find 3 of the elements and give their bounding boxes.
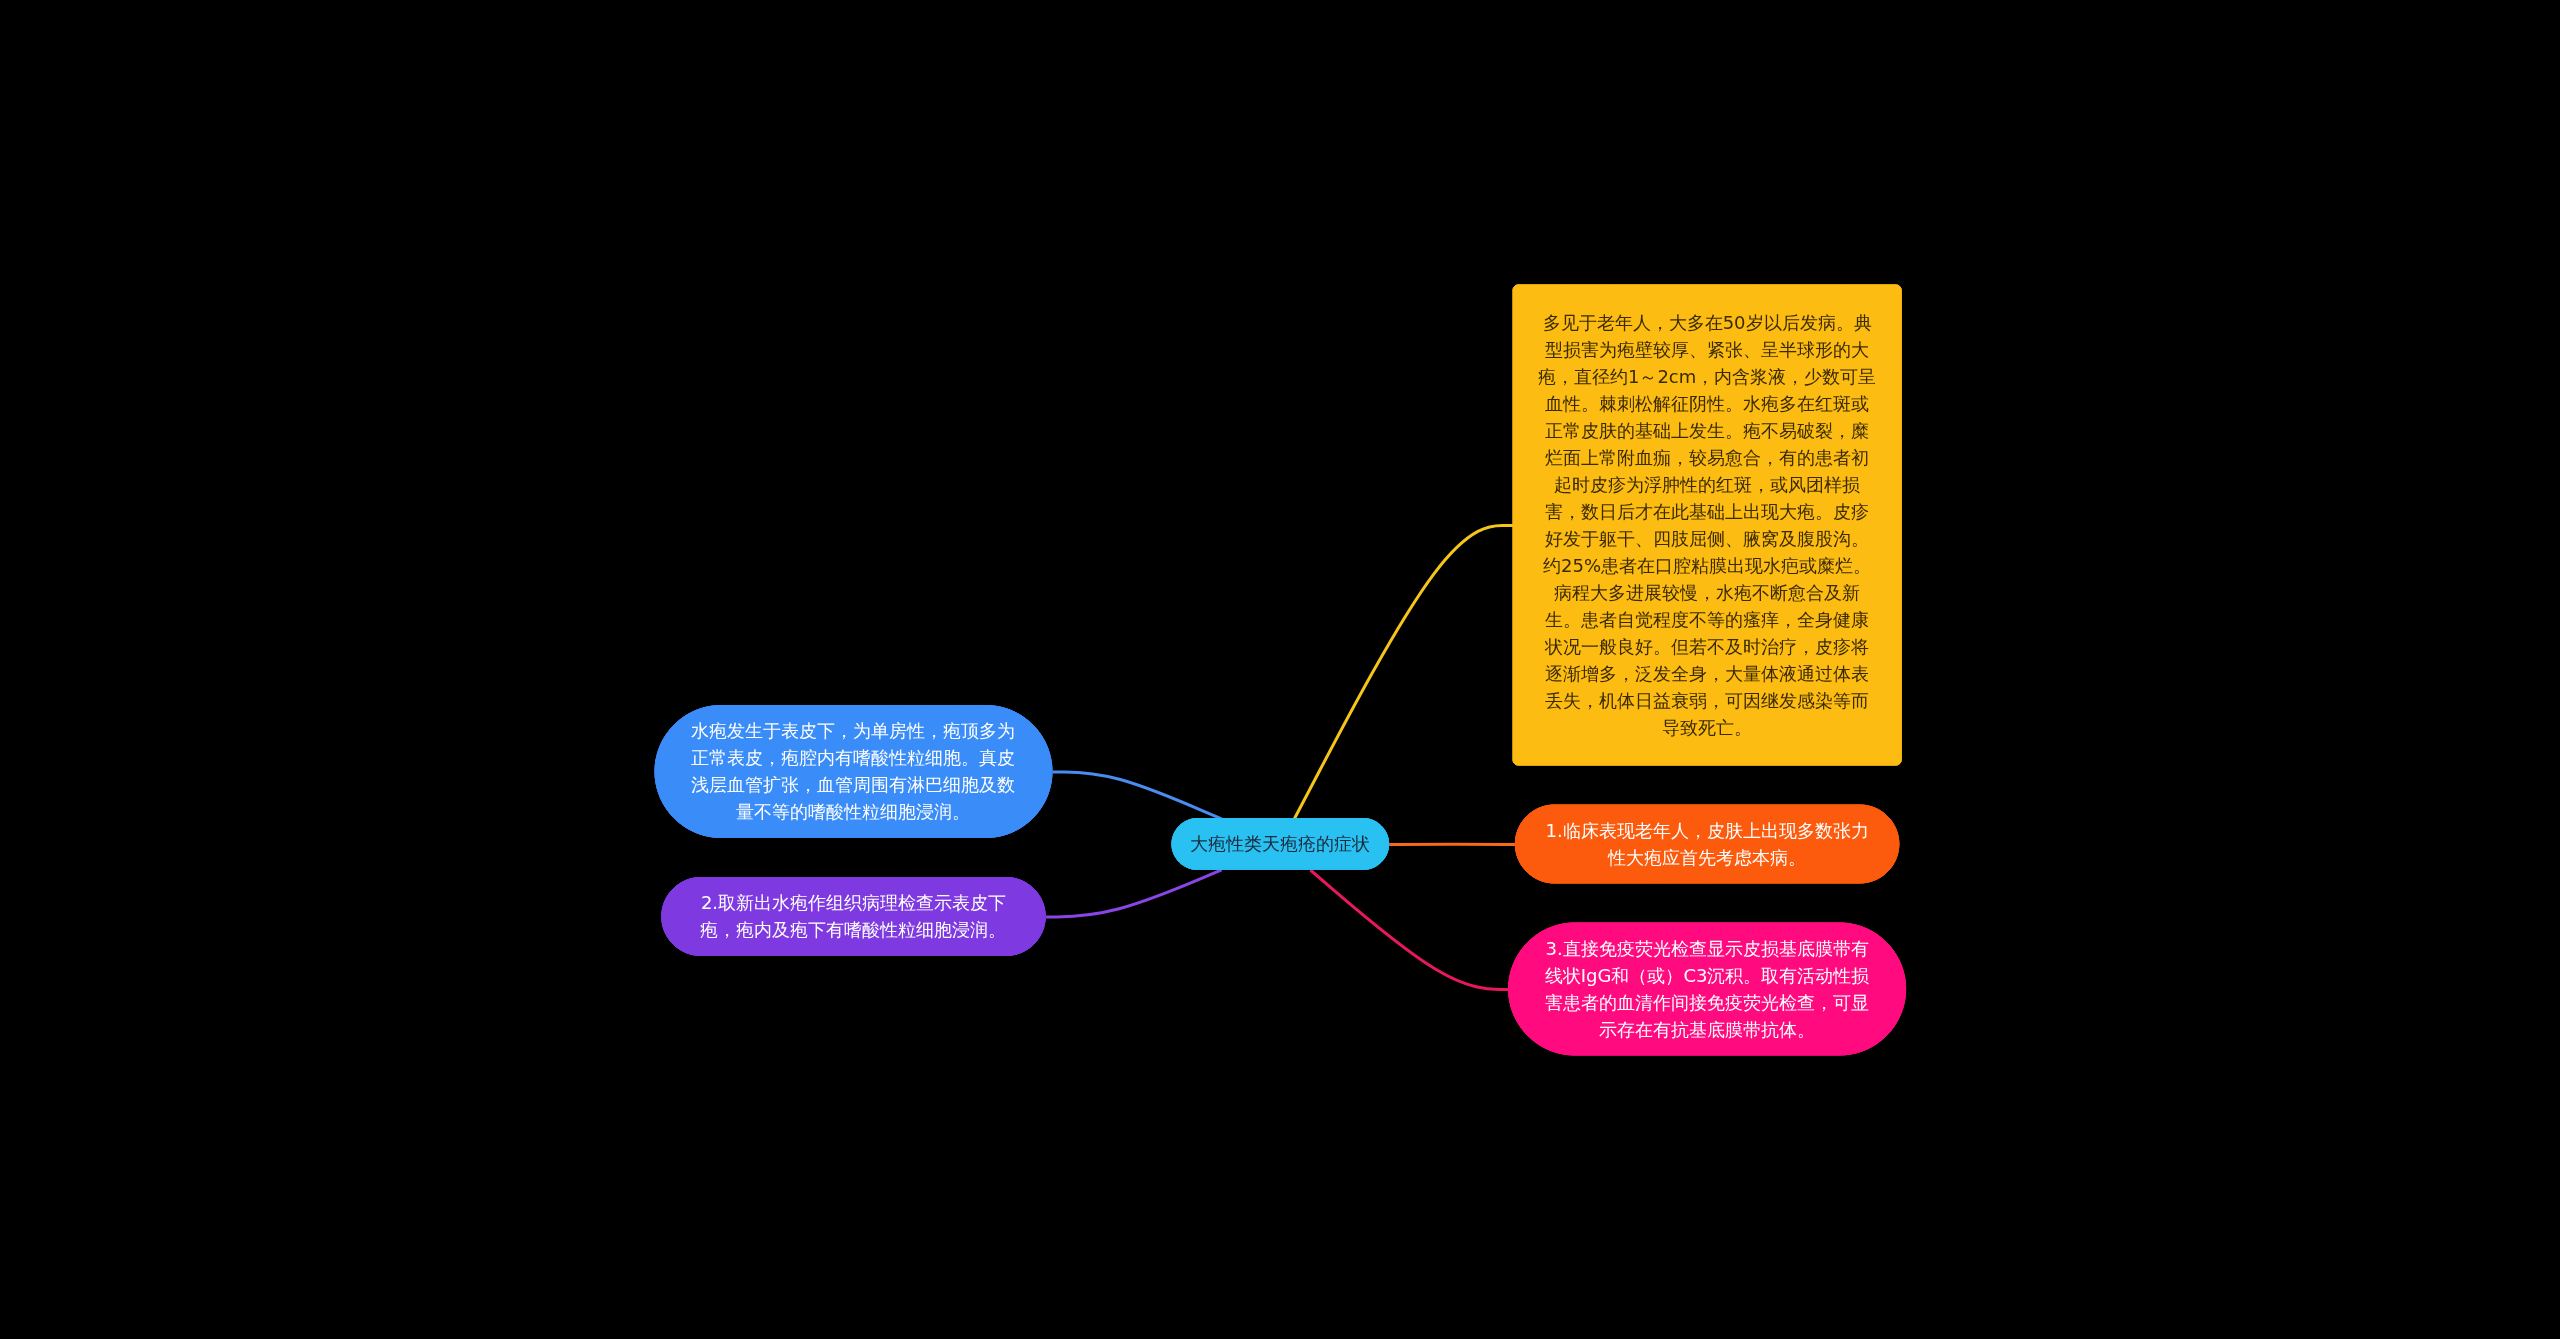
connector (1309, 868, 1509, 991)
connector (1388, 842, 1516, 846)
connector (1045, 868, 1222, 918)
